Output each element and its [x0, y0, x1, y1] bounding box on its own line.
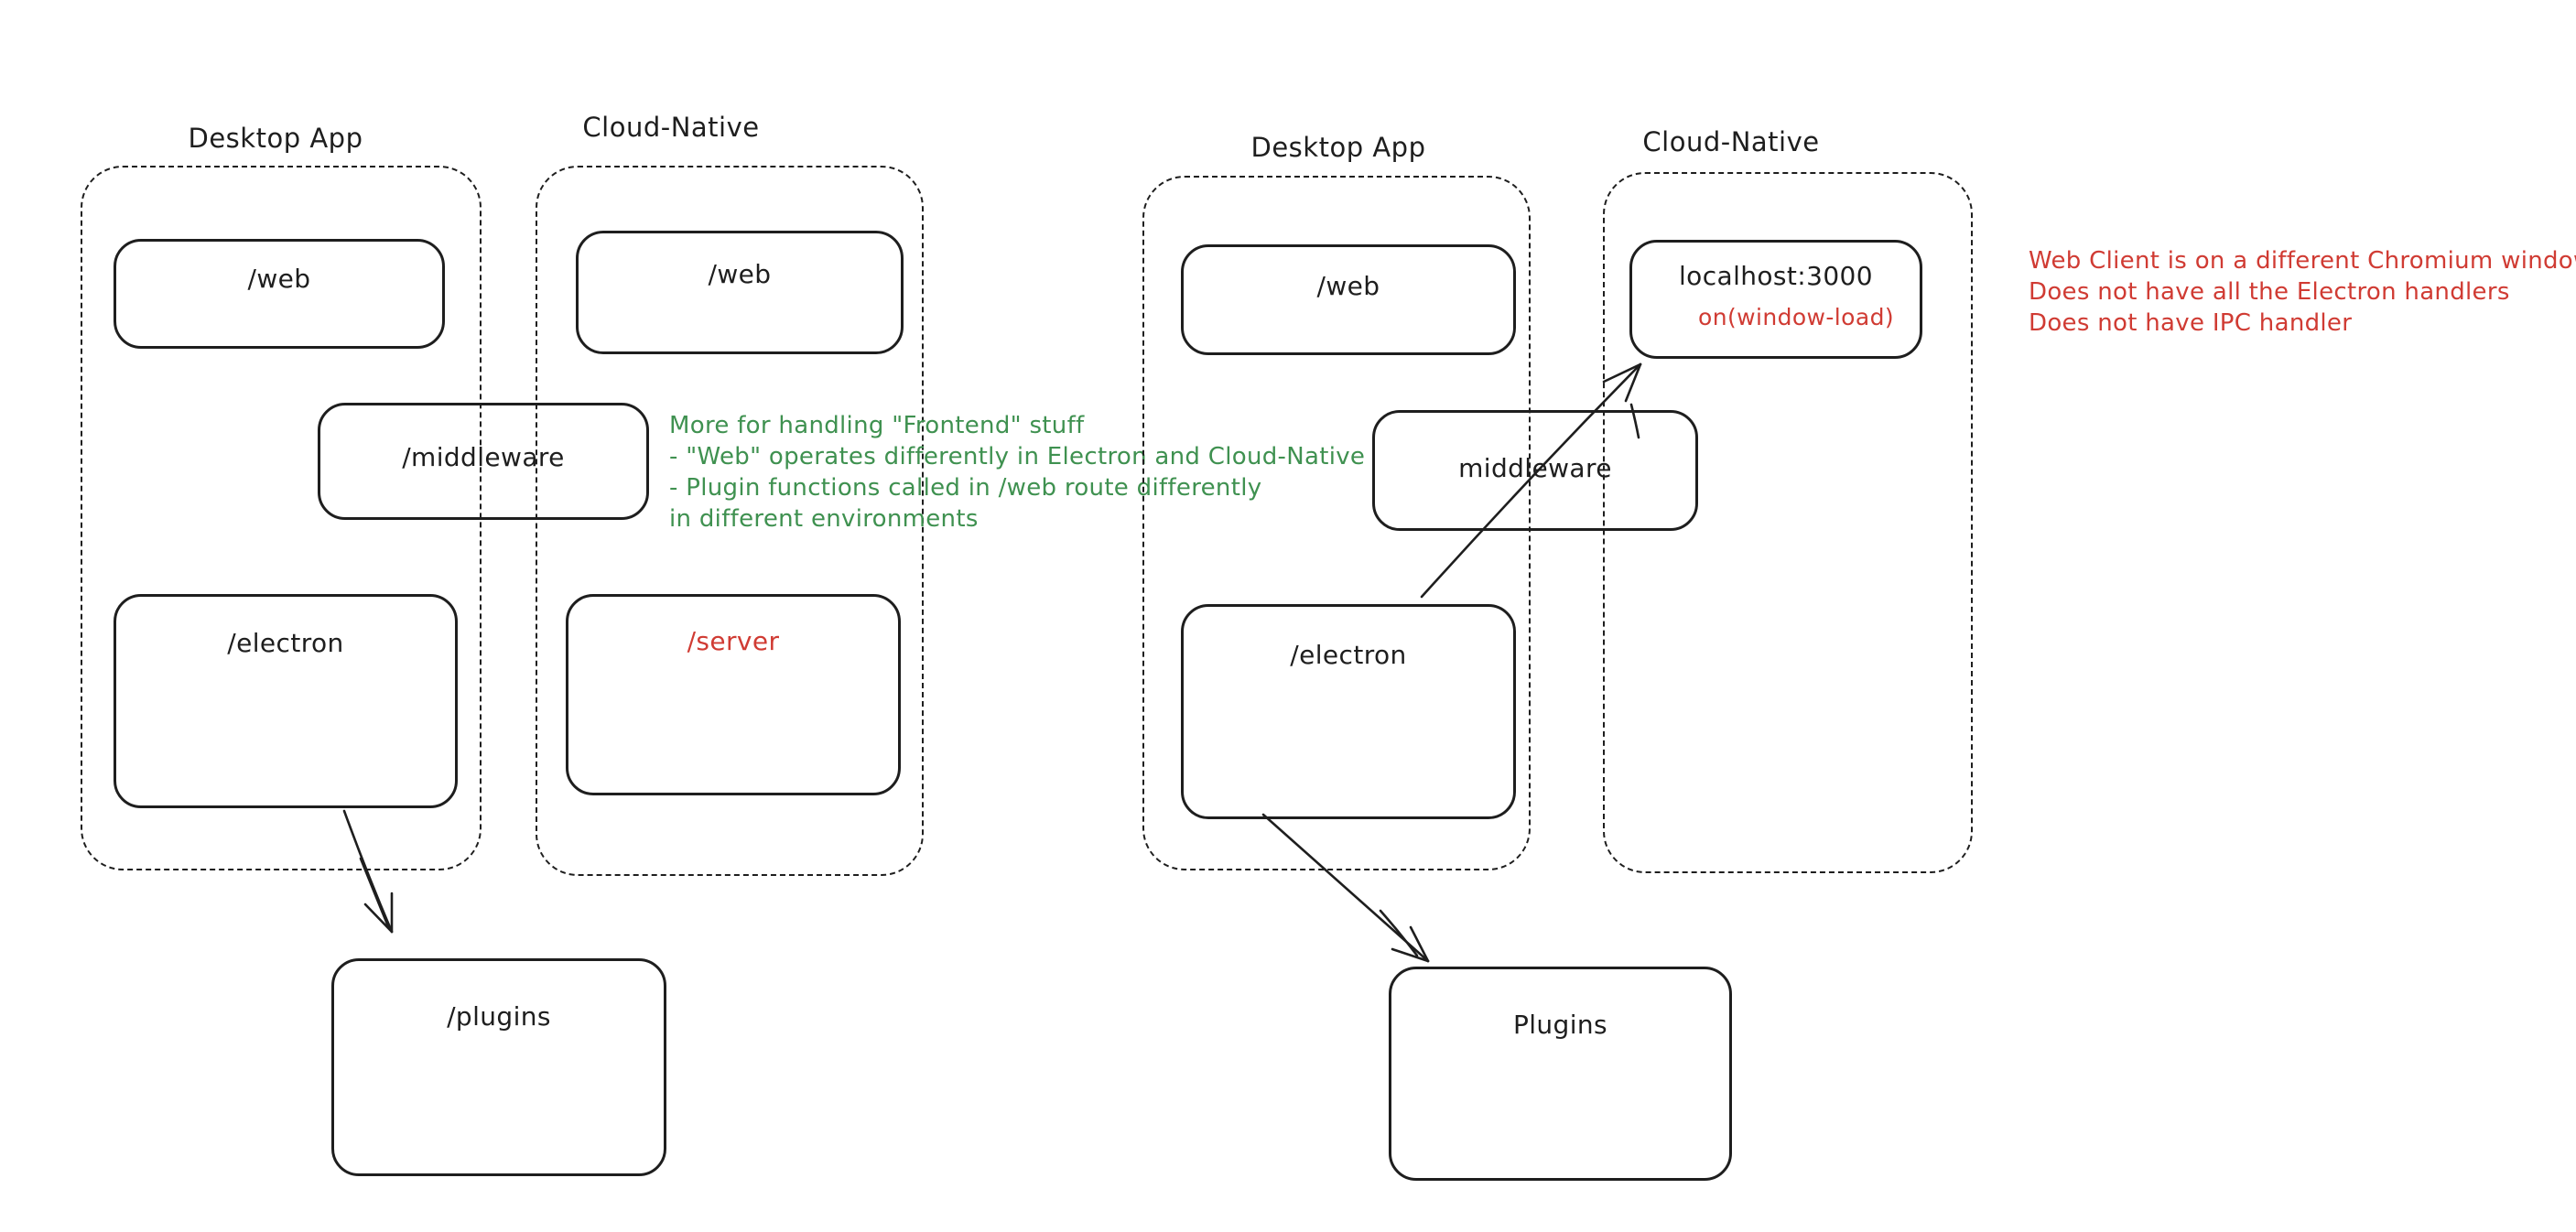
right-cloud-container-label: Cloud-Native — [1642, 126, 1820, 157]
left-cloud-container-label: Cloud-Native — [582, 112, 760, 143]
box-electron-right-label: /electron — [1290, 640, 1407, 670]
green-note: More for handling "Frontend" stuff - "We… — [669, 410, 1365, 535]
right-desktop-container-label: Desktop App — [1250, 132, 1426, 163]
green-note-line-4: in different environments — [669, 505, 979, 533]
box-middleware-right-label: middleware — [1458, 453, 1612, 483]
box-electron-left: /electron — [114, 594, 458, 808]
box-web-desktop-left: /web — [114, 239, 445, 349]
box-plugins-left-label: /plugins — [447, 1001, 551, 1032]
box-web-cloud-left-label: /web — [708, 259, 772, 289]
box-web-cloud-left: /web — [576, 231, 904, 354]
box-middleware-left: /middleware — [318, 403, 649, 520]
box-localhost-3000-label: localhost:3000 — [1679, 261, 1873, 291]
green-note-line-1: More for handling "Frontend" stuff — [669, 412, 1085, 439]
box-web-right: /web — [1181, 244, 1516, 355]
red-note: Web Client is on a different Chromium wi… — [2029, 245, 2576, 339]
box-web-right-label: /web — [1316, 271, 1380, 301]
box-plugins-left: /plugins — [331, 958, 666, 1176]
box-middleware-left-label: /middleware — [402, 442, 565, 472]
left-desktop-container-label: Desktop App — [188, 123, 363, 154]
box-electron-right: /electron — [1181, 604, 1516, 819]
green-note-line-3: - Plugin functions called in /web route … — [669, 474, 1262, 502]
box-server-left: /server — [566, 594, 901, 795]
box-localhost-3000-sublabel: on(window-load) — [1698, 304, 1894, 330]
box-server-left-label: /server — [687, 626, 780, 656]
box-middleware-right: middleware — [1372, 410, 1698, 531]
box-plugins-right: Plugins — [1389, 967, 1732, 1181]
left-cloud-container — [536, 166, 924, 876]
red-note-line-2: Does not have all the Electron handlers — [2029, 278, 2510, 306]
box-web-desktop-left-label: /web — [247, 264, 311, 294]
red-note-line-3: Does not have IPC handler — [2029, 309, 2353, 337]
box-localhost-3000: localhost:3000 on(window-load) — [1629, 240, 1922, 359]
box-plugins-right-label: Plugins — [1512, 1010, 1608, 1040]
red-note-line-1: Web Client is on a different Chromium wi… — [2029, 247, 2576, 275]
box-electron-left-label: /electron — [227, 628, 344, 658]
green-note-line-2: - "Web" operates differently in Electron… — [669, 443, 1366, 470]
